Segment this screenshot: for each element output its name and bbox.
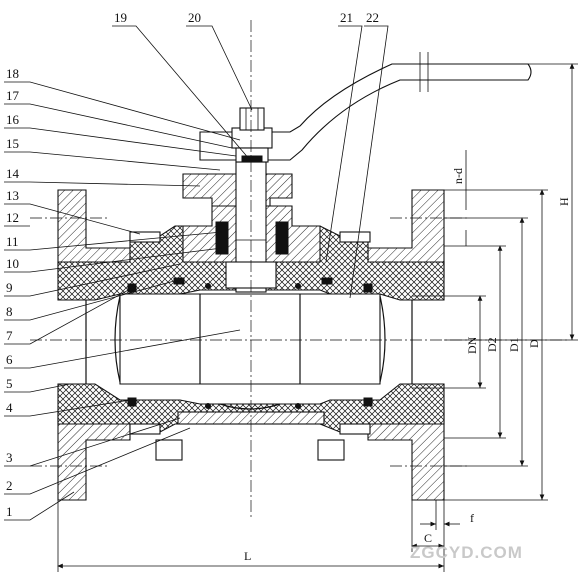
- trunnion-pocket: [219, 403, 281, 410]
- bolt-right-top: [339, 231, 371, 243]
- part-label-19: 19: [114, 10, 127, 25]
- part-label-15: 15: [6, 136, 19, 151]
- leader-8: [4, 279, 179, 321]
- seat-right-bottom: [363, 397, 373, 407]
- part-label-8: 8: [6, 304, 13, 319]
- nut-left-bottom: [155, 439, 183, 461]
- part-label-13: 13: [6, 188, 19, 203]
- dim-label-L: L: [244, 549, 251, 563]
- leader-3: [4, 417, 181, 467]
- part-label-16: 16: [6, 112, 20, 127]
- leader-21: [325, 25, 363, 263]
- leader-19: [112, 25, 251, 161]
- leader-7: [4, 287, 133, 345]
- part-label-4: 4: [6, 400, 13, 415]
- seat-right-top: [363, 283, 373, 293]
- leader-9: [4, 263, 181, 297]
- dim-label-D1: D1: [507, 337, 521, 352]
- leader-14: [4, 181, 201, 187]
- part-label-20: 20: [188, 10, 201, 25]
- part-label-11: 11: [6, 234, 19, 249]
- watermark: ZGCYD.COM: [410, 543, 523, 562]
- part-leaders: [4, 25, 389, 521]
- leader-11: [4, 231, 223, 251]
- handle-group: [199, 52, 532, 163]
- part-label-1: 1: [6, 504, 13, 519]
- part-label-7: 7: [6, 328, 13, 343]
- part-label-9: 9: [6, 280, 13, 295]
- leader-10: [4, 247, 223, 273]
- ball-group: [114, 283, 386, 425]
- dim-label-D2: D2: [485, 337, 499, 352]
- ball: [119, 293, 381, 385]
- oring-3: [205, 403, 211, 409]
- stem-nut: [231, 127, 273, 149]
- leader-18: [4, 81, 241, 141]
- part-label-3: 3: [6, 450, 13, 465]
- dim-label-C: C: [424, 531, 432, 545]
- packing-right: [275, 221, 289, 255]
- leader-1: [4, 491, 75, 521]
- leader-5: [4, 383, 71, 393]
- dimension-labels: L C f DN D2 D1 D H n-d: [244, 168, 571, 563]
- bolt-right-bottom: [339, 423, 371, 435]
- part-label-22: 22: [366, 10, 379, 25]
- stem-group: [173, 161, 333, 293]
- part-label-21: 21: [340, 10, 353, 25]
- part-label-12: 12: [6, 210, 19, 225]
- leader-6: [4, 329, 241, 369]
- part-label-18: 18: [6, 66, 19, 81]
- part-label-14: 14: [6, 166, 20, 181]
- leader-13: [4, 203, 141, 235]
- leader-15: [4, 151, 221, 171]
- packing-left: [215, 221, 229, 255]
- leader-17: [4, 103, 233, 149]
- part-label-5: 5: [6, 376, 13, 391]
- dimension-lines: [57, 63, 578, 572]
- ball-curve-left: [114, 295, 121, 383]
- dim-label-nd: n-d: [451, 168, 465, 184]
- leader-22: [349, 25, 389, 299]
- seat-left-bottom: [127, 397, 137, 407]
- stem-bolt: [239, 107, 265, 131]
- dim-label-DN: DN: [465, 336, 479, 354]
- oring-1: [205, 283, 211, 289]
- nut-right-bottom: [317, 439, 345, 461]
- lock-washer: [241, 155, 263, 162]
- part-label-2: 2: [6, 478, 13, 493]
- oring-4: [295, 403, 301, 409]
- bolt-left-top: [129, 231, 161, 243]
- dim-label-D: D: [527, 339, 541, 348]
- leader-4: [4, 399, 131, 417]
- dim-label-H: H: [557, 197, 571, 206]
- washer-right: [321, 277, 333, 285]
- part-label-6: 6: [6, 352, 13, 367]
- handle-lever: [199, 63, 532, 161]
- leader-16: [4, 127, 237, 157]
- leader-20: [186, 25, 253, 111]
- part-label-17: 17: [6, 88, 20, 103]
- oring-2: [295, 283, 301, 289]
- leader-2: [4, 427, 191, 495]
- ball-curve-right: [379, 295, 386, 383]
- dim-label-f: f: [470, 511, 474, 525]
- part-labels: 18 17 16 15 14 13 12 11 10 9 8 7 6 5 4 3…: [6, 10, 379, 519]
- part-label-10: 10: [6, 256, 19, 271]
